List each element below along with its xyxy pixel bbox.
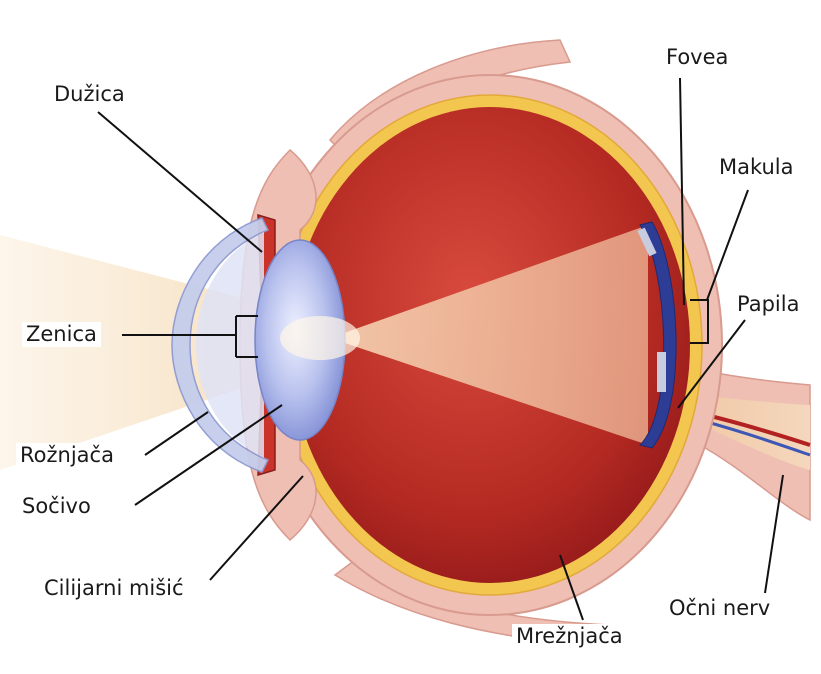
label-makula: Makula bbox=[715, 155, 798, 180]
label-duzica: Dužica bbox=[50, 82, 129, 107]
label-zenica: Zenica bbox=[22, 322, 101, 347]
focal-glow bbox=[280, 316, 360, 360]
retina-highlight-lower bbox=[657, 352, 666, 392]
label-cilijarni-misic: Cilijarni mišić bbox=[40, 576, 188, 601]
label-ocni-nerv: Očni nerv bbox=[665, 596, 774, 621]
label-roznjaca: Rožnjača bbox=[16, 443, 118, 468]
leader-duzica bbox=[98, 112, 262, 252]
label-fovea: Fovea bbox=[662, 45, 732, 70]
leader-roznjaca bbox=[145, 412, 208, 455]
label-socivo: Sočivo bbox=[18, 494, 95, 519]
label-mreznjaca: Mrežnjača bbox=[512, 624, 627, 649]
label-papila: Papila bbox=[733, 292, 803, 317]
